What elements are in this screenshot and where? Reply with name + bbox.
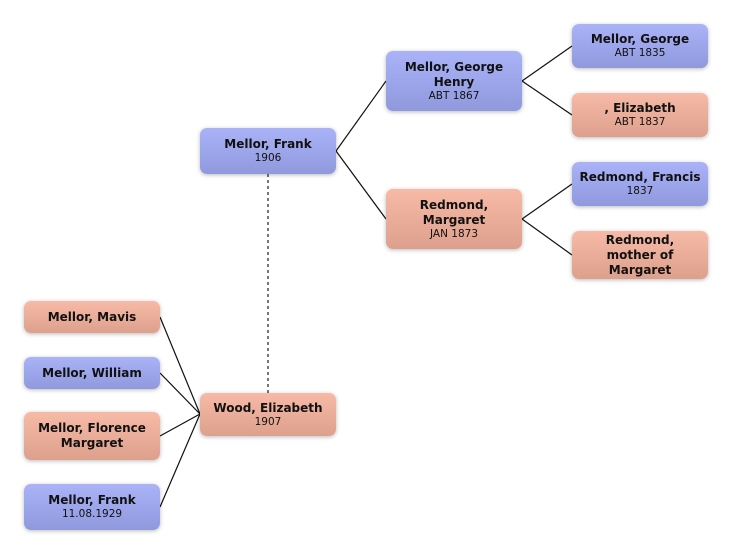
person-name: Mellor, Frank [224, 137, 312, 151]
person-box-florence[interactable]: Mellor, Florence Margaret [24, 412, 160, 460]
person-box-george[interactable]: Mellor, George ABT 1835 [572, 24, 708, 68]
person-box-margaret[interactable]: Redmond, Margaret JAN 1873 [386, 189, 522, 249]
person-name: Redmond, Margaret [419, 197, 489, 227]
person-date: ABT 1837 [614, 116, 666, 128]
person-name: Mellor, Mavis [47, 309, 137, 324]
person-name: Mellor, Frank [48, 493, 136, 507]
connector-george-henry-to-george [521, 45, 573, 82]
person-date: 1907 [254, 415, 282, 428]
person-box-elizabeth-1837[interactable]: , Elizabeth ABT 1837 [572, 93, 708, 137]
person-name: Mellor, George [590, 32, 690, 46]
person-date: 11.08.1929 [61, 508, 123, 520]
connector-frank-to-george-henry [335, 80, 387, 152]
connector-wood-to-william [159, 372, 201, 415]
connector-george-henry-to-elizabeth [521, 80, 573, 116]
person-date: 1837 [626, 185, 654, 197]
person-box-george-henry[interactable]: Mellor, George Henry ABT 1867 [386, 51, 522, 111]
person-name: Mellor, William [42, 365, 142, 380]
connector-margaret-to-francis [521, 183, 573, 220]
person-date: 1906 [254, 152, 282, 164]
person-name: Mellor, George Henry [404, 59, 504, 89]
person-box-frank-1929[interactable]: Mellor, Frank 11.08.1929 [24, 484, 160, 530]
person-box-william[interactable]: Mellor, William [24, 357, 160, 389]
person-name: Redmond, Francis [579, 170, 701, 184]
connector-frank-to-margaret [335, 150, 387, 220]
person-name: Mellor, Florence Margaret [38, 421, 146, 450]
connector-wood-to-mavis [159, 316, 201, 415]
person-box-mavis[interactable]: Mellor, Mavis [24, 301, 160, 333]
person-box-wood-elizabeth[interactable]: Wood, Elizabeth 1907 [200, 393, 336, 436]
person-date: ABT 1867 [428, 89, 480, 102]
connector-margaret-to-mother [521, 218, 573, 256]
person-date: JAN 1873 [429, 227, 478, 240]
person-name: Wood, Elizabeth [213, 400, 323, 415]
person-date: ABT 1835 [614, 47, 666, 59]
person-box-francis[interactable]: Redmond, Francis 1837 [572, 162, 708, 206]
person-box-mother-of-margaret[interactable]: Redmond, mother of Margaret [572, 231, 708, 279]
connector-wood-to-florence [159, 413, 201, 437]
person-box-frank-1906[interactable]: Mellor, Frank 1906 [200, 128, 336, 174]
person-name: , Elizabeth [604, 101, 676, 115]
connector-wood-to-frank-1929 [159, 413, 201, 508]
person-name: Redmond, mother of Margaret [605, 232, 675, 277]
